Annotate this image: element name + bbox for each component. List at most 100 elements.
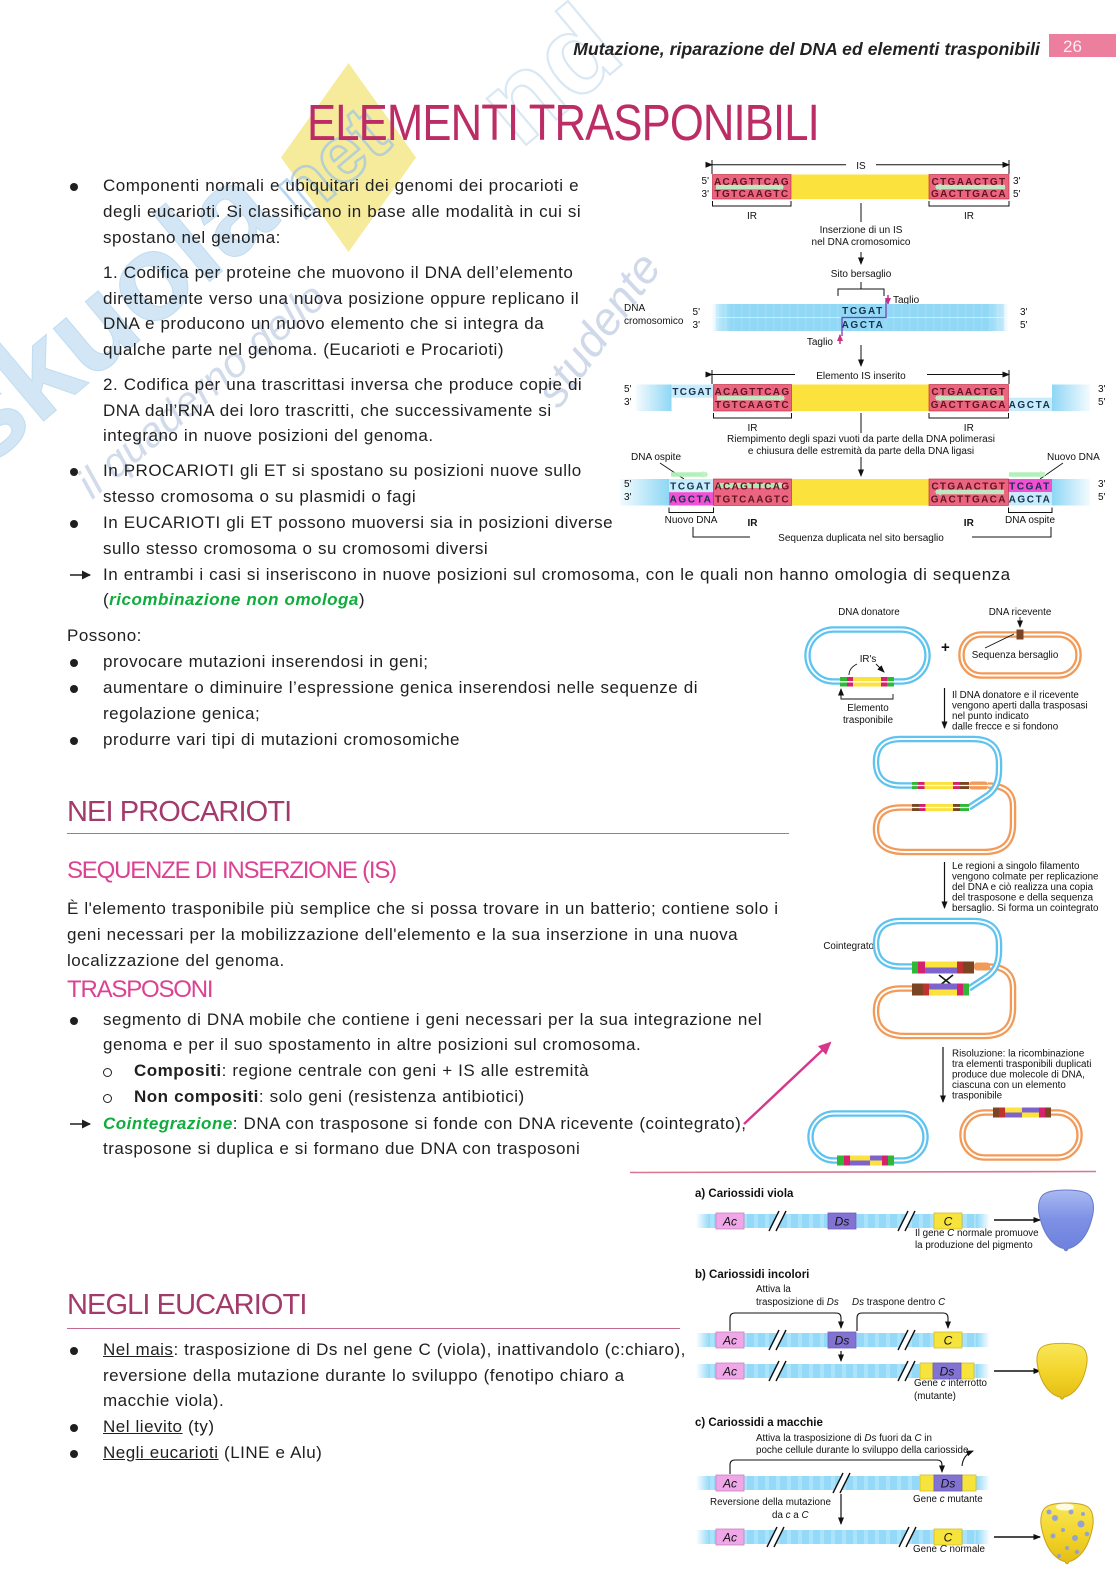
- svg-text:TGTCAAGTC: TGTCAAGTC: [715, 400, 790, 411]
- svg-text:Nuovo DNA: Nuovo DNA: [665, 515, 718, 526]
- svg-text:CTGAACTGT: CTGAACTGT: [931, 482, 1006, 493]
- svg-text:5': 5': [1020, 320, 1028, 331]
- svg-text:cromosomico: cromosomico: [624, 316, 684, 327]
- svg-text:5': 5': [624, 384, 632, 395]
- svg-text:Nuovo DNA: Nuovo DNA: [1047, 452, 1100, 463]
- svg-text:Riempimento degli spazi vuoti: Riempimento degli spazi vuoti da parte d…: [727, 434, 995, 445]
- svg-text:3': 3': [1098, 479, 1106, 490]
- svg-text:c) Cariossidi a macchie: c) Cariossidi a macchie: [695, 1417, 823, 1429]
- svg-text:3': 3': [702, 189, 710, 200]
- svg-text:trasponibile: trasponibile: [843, 715, 894, 726]
- svg-text:Reversione della mutazione: Reversione della mutazione: [710, 1497, 831, 1508]
- svg-text:TCGAT: TCGAT: [670, 482, 712, 493]
- svg-text:+: +: [941, 639, 950, 656]
- svg-text:C: C: [944, 1531, 953, 1545]
- svg-text:Elemento IS inserito: Elemento IS inserito: [816, 371, 906, 382]
- svg-text:TGTCAAGTC: TGTCAAGTC: [715, 189, 790, 200]
- svg-text:Taglio: Taglio: [807, 337, 834, 348]
- svg-text:IR: IR: [964, 423, 974, 434]
- svg-text:TCGAT: TCGAT: [842, 306, 884, 317]
- svg-text:Ds: Ds: [941, 1477, 956, 1491]
- svg-text:trasposizione di Ds: trasposizione di Ds: [756, 1297, 839, 1308]
- svg-text:ACAGTTCAG: ACAGTTCAG: [714, 482, 790, 493]
- svg-text:DNA ospite: DNA ospite: [1005, 515, 1055, 526]
- svg-text:Gene c mutante: Gene c mutante: [913, 1494, 983, 1505]
- svg-text:DNA ospite: DNA ospite: [631, 452, 681, 463]
- svg-text:Ds: Ds: [940, 1365, 955, 1379]
- svg-text:tra elementi trasponibili dupl: tra elementi trasponibili duplicati: [952, 1059, 1091, 1070]
- svg-text:C: C: [944, 1215, 953, 1229]
- svg-text:Ac: Ac: [722, 1477, 737, 1491]
- svg-text:IS: IS: [856, 161, 866, 172]
- svg-text:3': 3': [693, 320, 701, 331]
- svg-text:DNA: DNA: [624, 303, 645, 314]
- svg-text:nel punto indicato: nel punto indicato: [952, 711, 1029, 722]
- svg-text:dalle frecce e si fondono: dalle frecce e si fondono: [952, 722, 1059, 733]
- svg-text:DNA donatore: DNA donatore: [838, 607, 900, 618]
- svg-text:GACTTGACA: GACTTGACA: [931, 400, 1007, 411]
- svg-text:IR: IR: [748, 423, 758, 434]
- svg-text:3': 3': [1013, 176, 1021, 187]
- svg-text:5': 5': [624, 479, 632, 490]
- svg-text:AGCTA: AGCTA: [1009, 495, 1052, 506]
- svg-text:Sito bersaglio: Sito bersaglio: [831, 269, 892, 280]
- svg-text:IR: IR: [964, 211, 974, 222]
- svg-text:GACTTGACA: GACTTGACA: [931, 189, 1007, 200]
- svg-text:Ac: Ac: [722, 1365, 737, 1379]
- svg-text:produce due molecole di DNA,: produce due molecole di DNA,: [952, 1070, 1085, 1081]
- svg-text:Inserzione di un IS: Inserzione di un IS: [820, 225, 903, 236]
- svg-text:del DNA e ciò realizza una cop: del DNA e ciò realizza una copia: [952, 882, 1094, 893]
- svg-text:trasponibile: trasponibile: [952, 1091, 1003, 1102]
- svg-text:Attiva la trasposizione di Ds: Attiva la trasposizione di Ds fuori da C…: [756, 1433, 932, 1444]
- svg-text:Sequenza bersaglio: Sequenza bersaglio: [972, 650, 1059, 661]
- svg-text:Sequenza duplicata nel sito be: Sequenza duplicata nel sito bersaglio: [778, 533, 944, 544]
- svg-text:Le regioni a singolo filamento: Le regioni a singolo filamento: [952, 861, 1080, 872]
- svg-text:Risoluzione: la ricombinazione: Risoluzione: la ricombinazione: [952, 1049, 1085, 1060]
- svg-text:AGCTA: AGCTA: [1009, 400, 1052, 411]
- svg-text:IR: IR: [964, 518, 975, 529]
- svg-text:Ac: Ac: [722, 1334, 737, 1348]
- svg-text:ACAGTTCAG: ACAGTTCAG: [714, 387, 790, 398]
- svg-text:3': 3': [1020, 307, 1028, 318]
- svg-text:Ac: Ac: [722, 1215, 737, 1229]
- svg-text:CTGAACTGT: CTGAACTGT: [931, 387, 1006, 398]
- svg-text:da c a C: da c a C: [772, 1510, 809, 1521]
- svg-text:3': 3': [624, 397, 632, 408]
- svg-text:del trasposone e della sequenz: del trasposone e della sequenza: [952, 893, 1094, 904]
- svg-text:ciascuna con un elemento: ciascuna con un elemento: [952, 1080, 1066, 1091]
- svg-text:5': 5': [1098, 492, 1106, 503]
- svg-text:vengono aperti dalla trasposas: vengono aperti dalla trasposasi: [952, 701, 1088, 712]
- svg-text:TCGAT: TCGAT: [672, 387, 712, 398]
- svg-text:nel DNA cromosomico: nel DNA cromosomico: [812, 237, 911, 248]
- svg-text:Cointegrato: Cointegrato: [823, 941, 874, 952]
- svg-text:a) Cariossidi viola: a) Cariossidi viola: [695, 1188, 794, 1200]
- svg-text:3': 3': [624, 492, 632, 503]
- svg-text:GACTTGACA: GACTTGACA: [931, 495, 1007, 506]
- svg-text:Ds: Ds: [835, 1334, 850, 1348]
- svg-text:CTGAACTGT: CTGAACTGT: [932, 177, 1007, 188]
- svg-text:ACAGTTCAG: ACAGTTCAG: [714, 177, 790, 188]
- svg-text:(mutante): (mutante): [914, 1391, 956, 1402]
- svg-text:vengono colmate per replicazio: vengono colmate per replicazione: [952, 872, 1099, 883]
- svg-text:poche cellule durante lo svilu: poche cellule durante lo sviluppo della …: [756, 1445, 969, 1456]
- svg-text:AGCTA: AGCTA: [670, 495, 713, 506]
- svg-text:3': 3': [1098, 384, 1106, 395]
- svg-text:TCGAT: TCGAT: [1009, 482, 1051, 493]
- svg-text:Il DNA donatore e il ricevente: Il DNA donatore e il ricevente: [952, 690, 1079, 701]
- svg-text:DNA ricevente: DNA ricevente: [989, 607, 1052, 618]
- svg-text:Gene C normale: Gene C normale: [913, 1544, 985, 1555]
- svg-text:IR: IR: [747, 211, 757, 222]
- svg-text:5': 5': [1098, 397, 1106, 408]
- svg-text:la produzione del pigmento: la produzione del pigmento: [915, 1240, 1033, 1251]
- svg-text:TGTCAAGTC: TGTCAAGTC: [715, 495, 790, 506]
- svg-text:Attiva la: Attiva la: [756, 1284, 791, 1295]
- svg-text:Gene c interrotto: Gene c interrotto: [914, 1378, 988, 1389]
- svg-text:IR's: IR's: [860, 654, 877, 665]
- svg-text:Il gene C normale promuove: Il gene C normale promuove: [915, 1228, 1039, 1239]
- svg-text:Ds: Ds: [835, 1215, 850, 1229]
- svg-text:bersaglio. Si forma un cointeg: bersaglio. Si forma un cointegrato: [952, 903, 1099, 914]
- svg-text:5': 5': [1013, 189, 1021, 200]
- svg-text:AGCTA: AGCTA: [842, 320, 885, 331]
- svg-text:Elemento: Elemento: [847, 703, 889, 714]
- svg-text:Taglio: Taglio: [893, 295, 920, 306]
